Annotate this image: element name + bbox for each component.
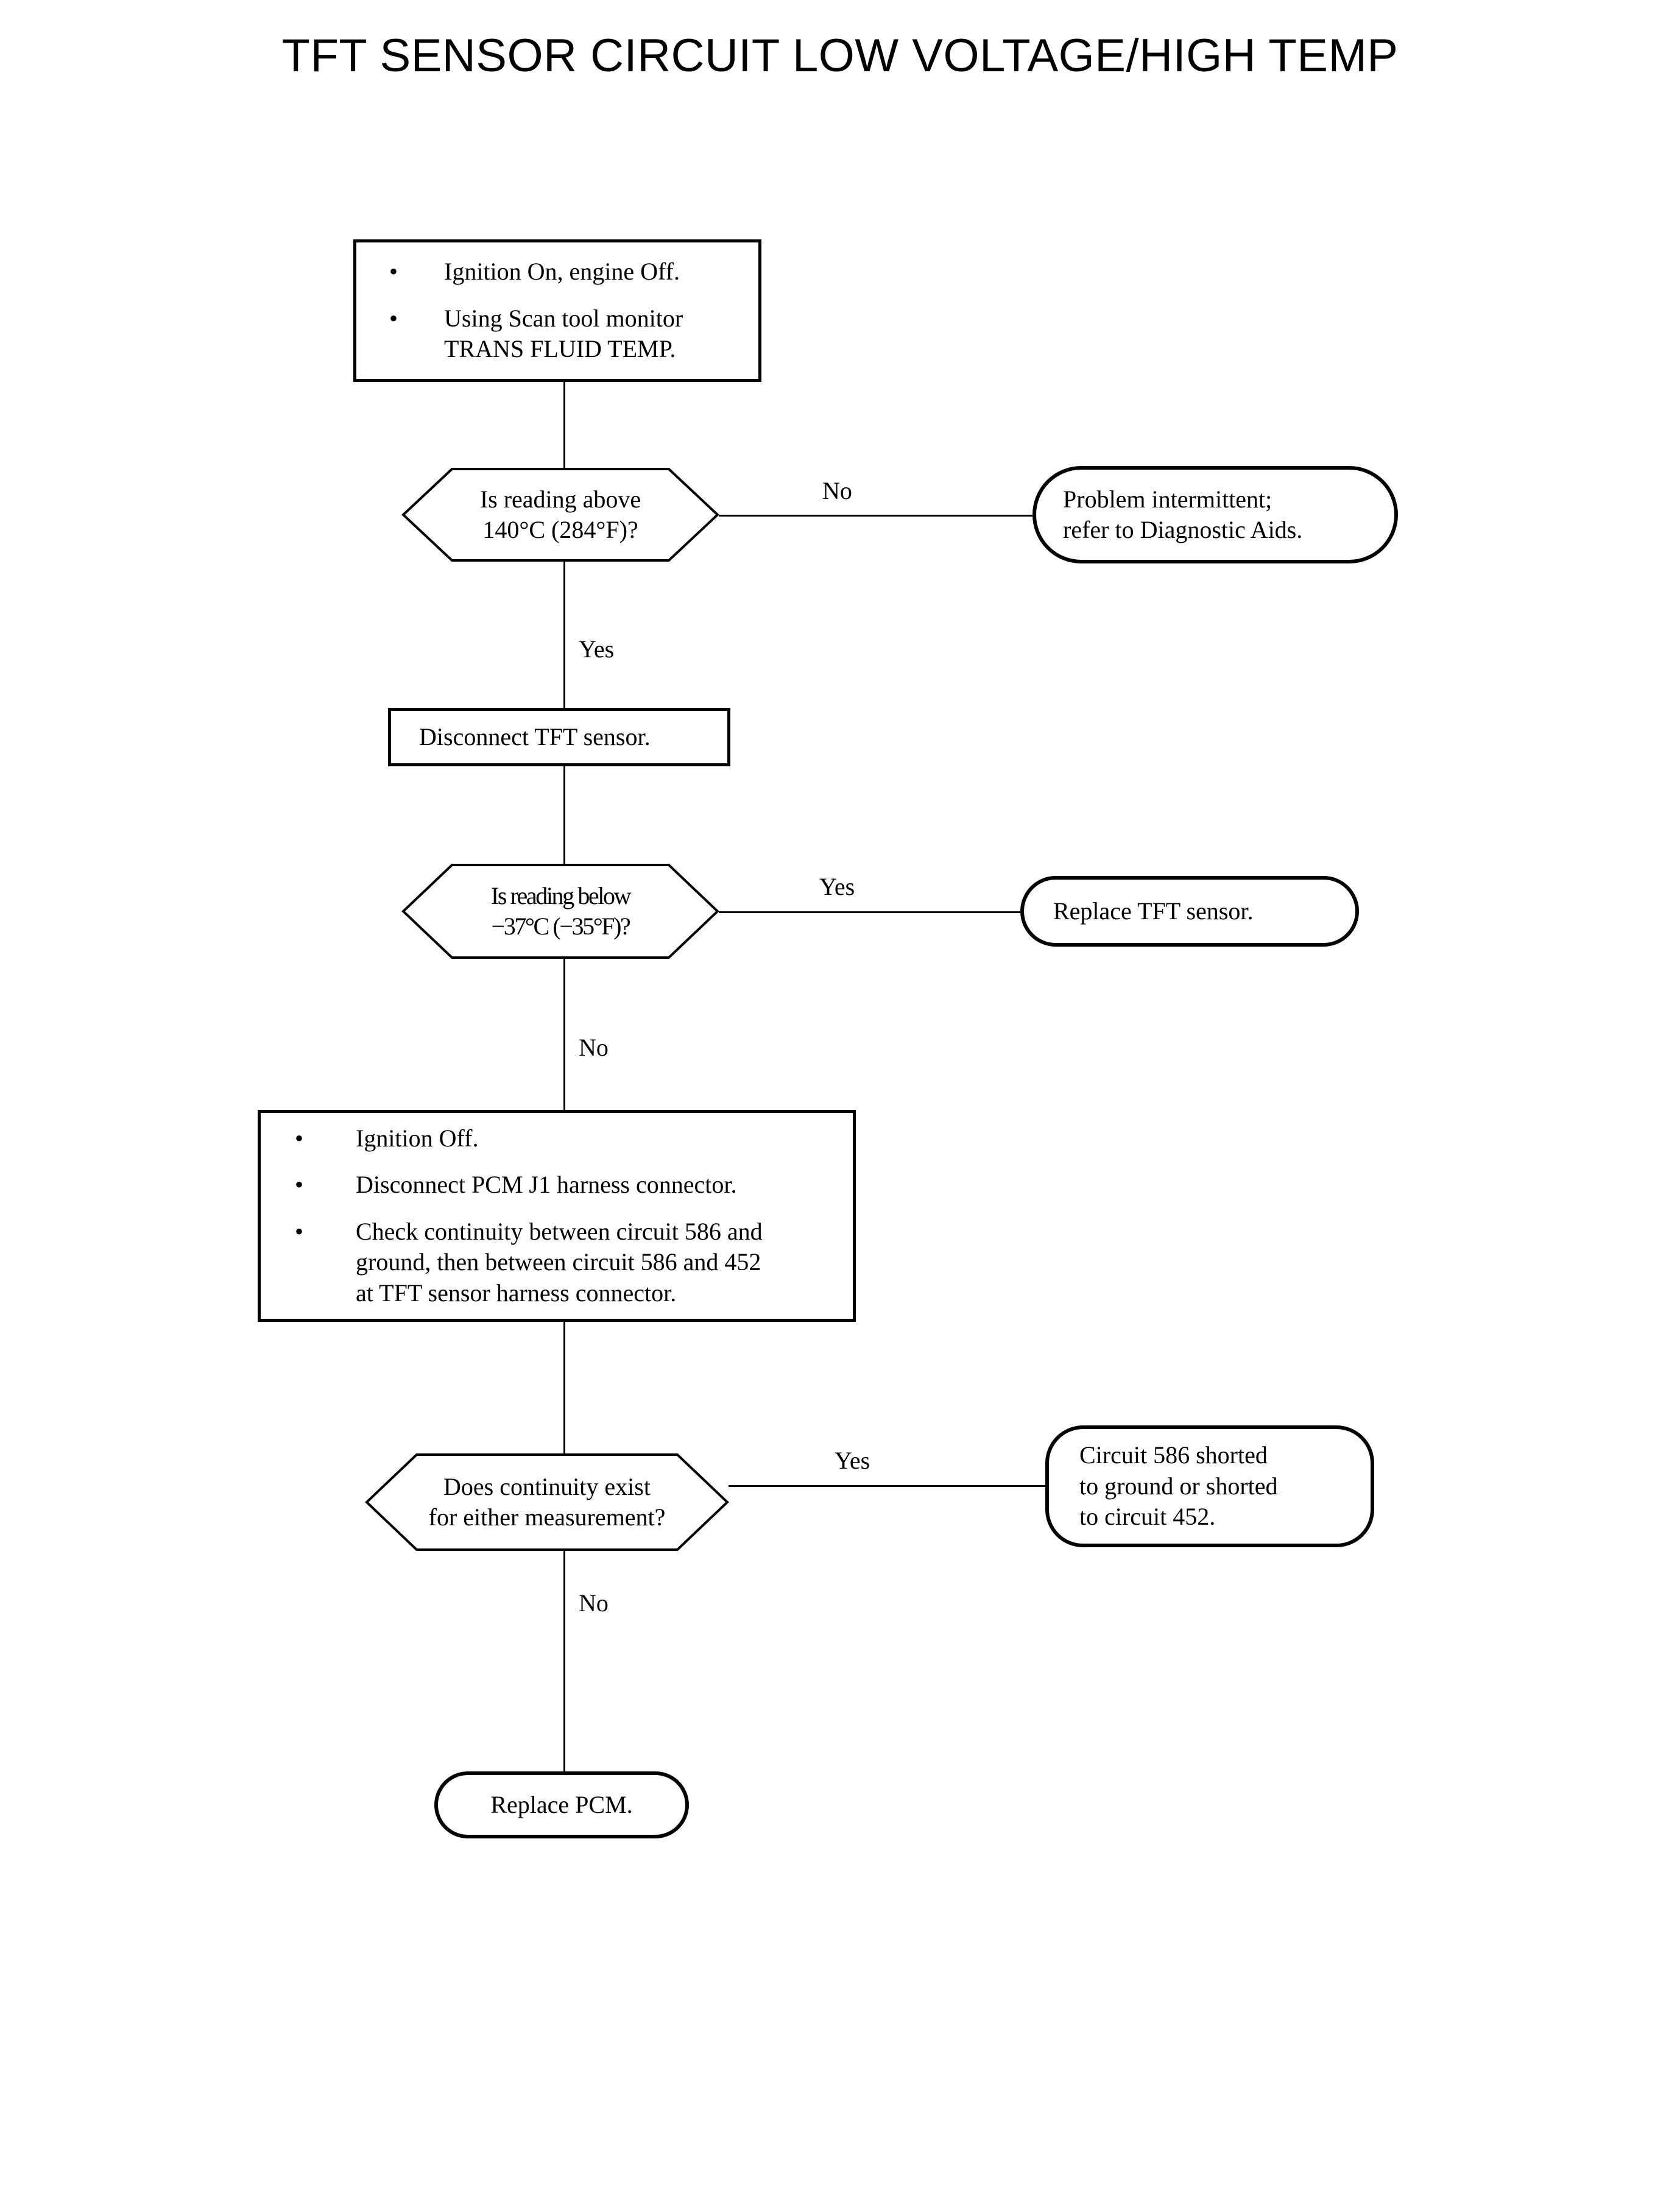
- list-item-label: Ignition Off.: [356, 1124, 479, 1153]
- terminator-label: Replace TFT sensor.: [1053, 897, 1254, 925]
- list-item-label: Using Scan tool monitor TRANS FLUID TEMP…: [444, 304, 683, 363]
- bullet-icon: •: [389, 258, 398, 286]
- connector-decision3-yes: [729, 1485, 1045, 1487]
- edge-label-decision2-no: No: [579, 1034, 609, 1061]
- edge-label-decision2-yes: Yes: [819, 873, 855, 900]
- process-continuity-checks: • Ignition Off. • Disconnect PCM J1 harn…: [258, 1110, 856, 1322]
- list-item: • Ignition Off.: [281, 1123, 832, 1154]
- hexagon-shape: [401, 864, 719, 959]
- decision-is-reading-below-37c: Is reading below −37°C (−35°F)?: [401, 864, 719, 959]
- list-item-label: Disconnect PCM J1 harness connector.: [356, 1171, 737, 1199]
- list-item: • Using Scan tool monitor TRANS FLUID TE…: [377, 303, 738, 365]
- list-item: • Ignition On, engine Off.: [377, 256, 738, 287]
- terminator-circuit-shorted: Circuit 586 shorted to ground or shorted…: [1045, 1425, 1374, 1547]
- terminator-label: Replace PCM.: [490, 1790, 633, 1818]
- connector-disconnect-to-decision2: [563, 766, 565, 864]
- continuity-bullet-list: • Ignition Off. • Disconnect PCM J1 harn…: [281, 1123, 832, 1308]
- list-item-label: Ignition On, engine Off.: [444, 258, 680, 286]
- decision-does-continuity-exist: Does continuity exist for either measure…: [365, 1453, 729, 1551]
- edge-label-decision3-no: No: [579, 1589, 609, 1617]
- edge-label-decision1-yes: Yes: [579, 635, 615, 663]
- bullet-icon: •: [295, 1217, 304, 1245]
- connector-decision1-no: [719, 515, 1032, 517]
- bullet-icon: •: [389, 304, 398, 332]
- decision-label: Is reading below −37°C (−35°F)?: [490, 881, 632, 940]
- list-item: • Check continuity between circuit 586 a…: [281, 1216, 832, 1308]
- decision-is-reading-above-140c: Is reading above 140°C (284°F)?: [401, 468, 719, 562]
- bullet-icon: •: [295, 1124, 304, 1153]
- connector-decision1-yes: [563, 562, 565, 708]
- hexagon-shape: [401, 468, 719, 562]
- edge-label-decision1-no: No: [822, 477, 852, 504]
- decision-label: Is reading above 140°C (284°F)?: [479, 485, 641, 543]
- terminator-problem-intermittent: Problem intermittent; refer to Diagnosti…: [1032, 466, 1398, 563]
- connector-decision3-no: [563, 1533, 565, 1771]
- connector-decision2-yes: [719, 911, 1020, 913]
- bullet-icon: •: [295, 1171, 304, 1199]
- connector-continuity-to-decision3: [563, 1322, 565, 1453]
- process-label: Disconnect TFT sensor.: [419, 722, 651, 750]
- connector-start-to-decision1: [563, 382, 565, 468]
- process-disconnect-tft-sensor: Disconnect TFT sensor.: [388, 708, 730, 766]
- hexagon-shape: [365, 1453, 729, 1551]
- process-start-conditions: • Ignition On, engine Off. • Using Scan …: [353, 239, 761, 382]
- terminator-label: Circuit 586 shorted to ground or shorted…: [1079, 1441, 1278, 1531]
- list-item-label: Check continuity between circuit 586 and…: [356, 1217, 763, 1307]
- terminator-replace-tft-sensor: Replace TFT sensor.: [1020, 876, 1359, 947]
- decision-label: Does continuity exist for either measure…: [428, 1472, 666, 1531]
- edge-label-decision3-yes: Yes: [835, 1447, 870, 1474]
- terminator-replace-pcm: Replace PCM.: [434, 1771, 689, 1838]
- start-bullet-list: • Ignition On, engine Off. • Using Scan …: [377, 256, 738, 364]
- page-title: TFT SENSOR CIRCUIT LOW VOLTAGE/HIGH TEMP: [281, 30, 1399, 82]
- connector-decision2-no: [563, 958, 565, 1110]
- terminator-label: Problem intermittent; refer to Diagnosti…: [1063, 485, 1303, 543]
- list-item: • Disconnect PCM J1 harness connector.: [281, 1170, 832, 1200]
